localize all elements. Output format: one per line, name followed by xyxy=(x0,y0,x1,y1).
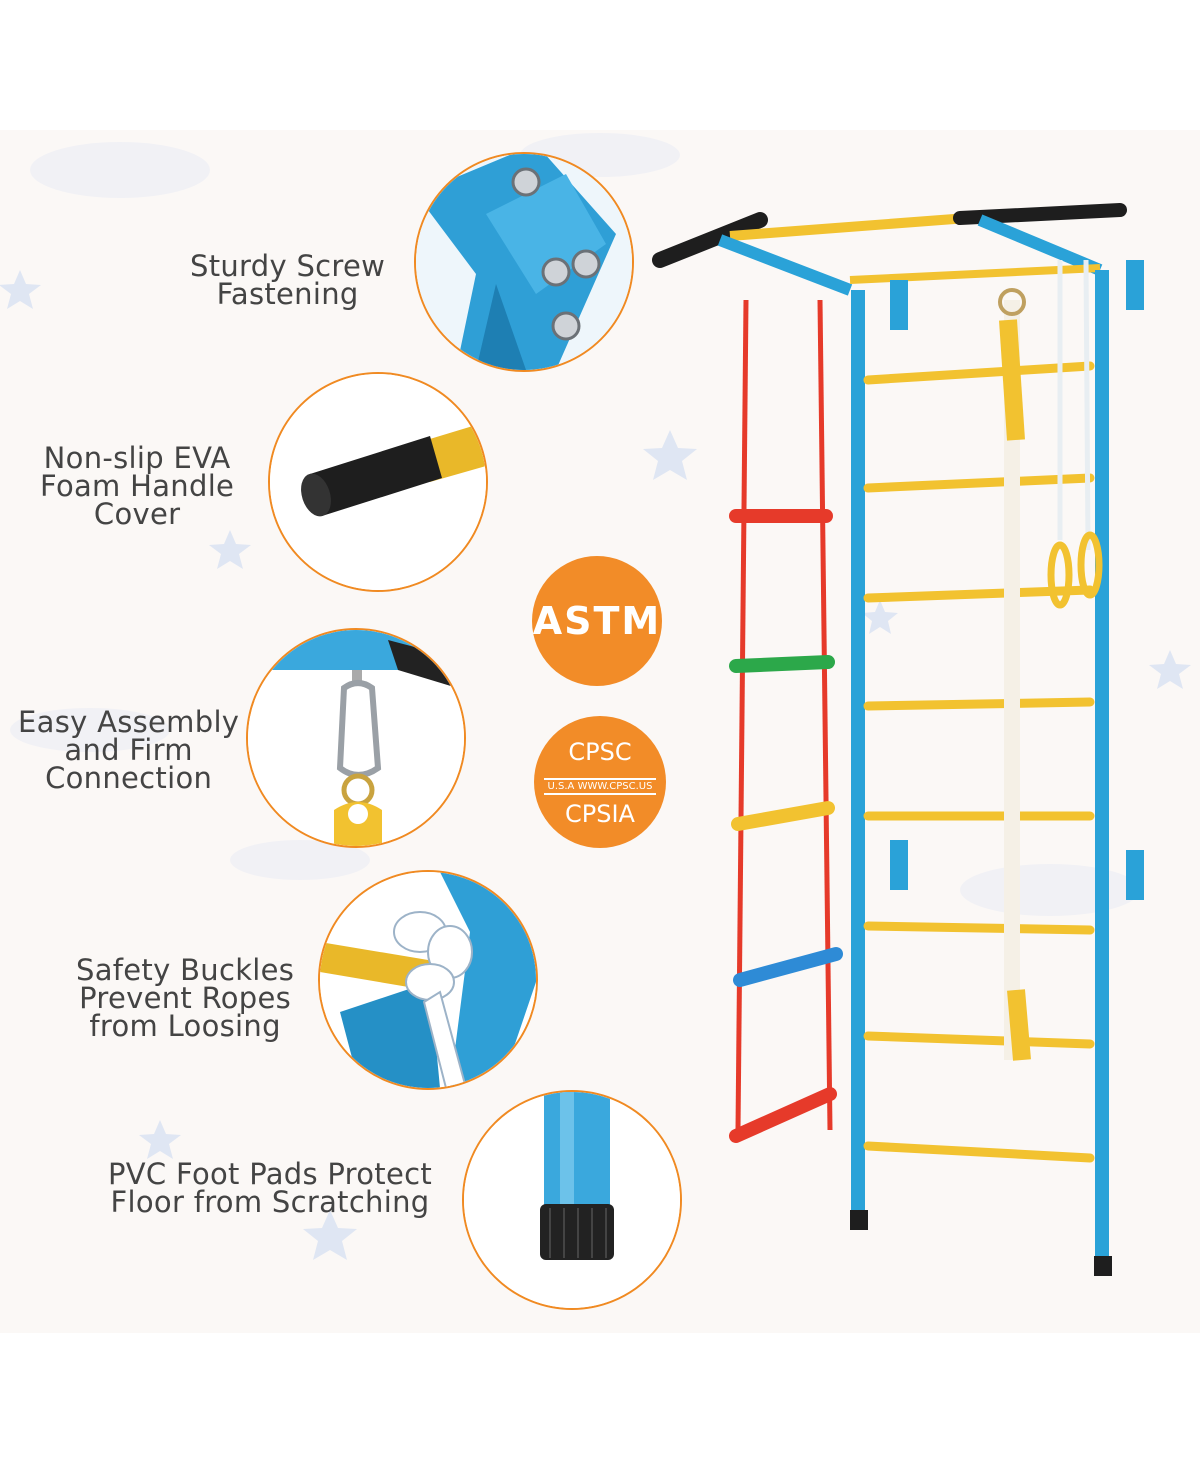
cpsc-badge: CPSC U.S.A WWW.CPSC.US CPSIA xyxy=(534,716,666,848)
astm-badge: ASTM xyxy=(532,556,662,686)
cpsia-text: CPSIA xyxy=(565,800,635,828)
rope-knot-icon xyxy=(320,872,536,1088)
feature-line: Safety Buckles xyxy=(76,953,295,987)
carabiner-icon xyxy=(248,630,464,846)
cpsc-mid-text: U.S.A WWW.CPSC.US xyxy=(544,778,656,795)
handle-detail-image xyxy=(268,372,488,592)
astm-text: ASTM xyxy=(532,599,662,643)
feature-line: Floor from Scratching xyxy=(110,1185,430,1219)
feature-label-buckles: Safety Buckles Prevent Ropes from Loosin… xyxy=(76,953,295,1043)
feature-label-assembly: Easy Assembly and Firm Connection xyxy=(18,705,240,795)
climbing-frame-illustration xyxy=(652,203,1144,1276)
feature-line: Connection xyxy=(45,761,213,795)
cpsc-top-text: CPSC xyxy=(568,738,632,766)
feature-line: Prevent Ropes xyxy=(79,981,292,1015)
assembly-detail-image xyxy=(246,628,466,848)
buckles-detail-image xyxy=(318,870,538,1090)
feature-label-handle: Non-slip EVA Foam Handle Cover xyxy=(40,441,235,531)
foot-pad-icon xyxy=(464,1092,680,1308)
feature-label-foot-pads: PVC Foot Pads Protect Floor from Scratch… xyxy=(108,1157,433,1219)
foot-pad-detail-image xyxy=(462,1090,682,1310)
feature-line: Cover xyxy=(93,497,181,531)
feature-line: Fastening xyxy=(216,277,359,311)
feature-line: Easy Assembly xyxy=(18,705,240,739)
foam-handle-icon xyxy=(270,374,486,590)
feature-line: PVC Foot Pads Protect xyxy=(108,1157,433,1191)
feature-label-screw: Sturdy Screw Fastening xyxy=(190,249,386,311)
feature-line: Non-slip EVA xyxy=(43,441,231,475)
screw-icon xyxy=(416,154,632,370)
feature-line: from Loosing xyxy=(89,1009,281,1043)
feature-line: Foam Handle xyxy=(40,469,235,503)
feature-line: Sturdy Screw xyxy=(190,249,386,283)
screw-detail-image xyxy=(414,152,634,372)
feature-line: and Firm xyxy=(64,733,193,767)
